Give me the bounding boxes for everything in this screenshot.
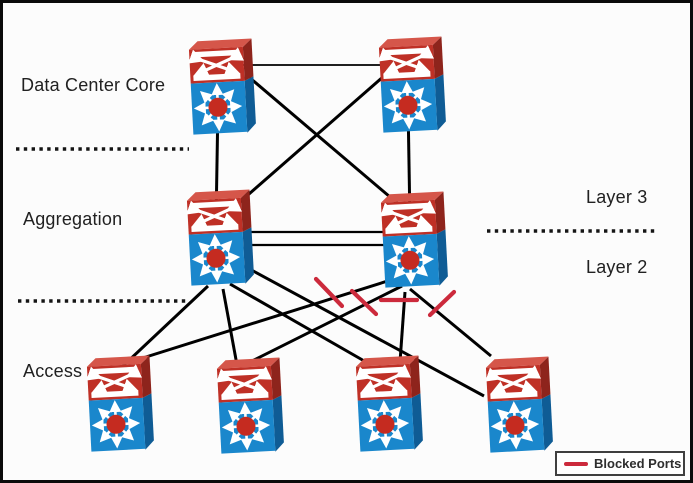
label-layer-3: Layer 3 — [586, 187, 648, 207]
topology-svg — [16, 3, 655, 483]
dividers-layer — [16, 147, 655, 303]
blocked-port-line-icon — [564, 461, 588, 466]
link-core-switch-1-aggregation-switch-2 — [249, 76, 404, 210]
link-aggregation-switch-2-access-switch-4 — [409, 287, 492, 358]
label-access: Access — [23, 361, 83, 381]
link-aggregation-switch-2-access-switch-1 — [129, 277, 395, 364]
aggregation-switch-1-icon — [187, 189, 255, 286]
label-aggregation: Aggregation — [23, 209, 123, 229]
blocked-port-mark-4 — [427, 289, 457, 318]
access-switch-4-icon — [486, 356, 554, 453]
access-switch-1-icon — [87, 355, 155, 452]
legend-label: Blocked Ports — [594, 456, 682, 471]
link-aggregation-switch-1-access-switch-2 — [221, 288, 239, 366]
blocked-marks-layer — [313, 276, 457, 318]
label-layer-2: Layer 2 — [586, 257, 648, 277]
link-aggregation-switch-1-access-switch-3 — [229, 282, 367, 364]
access-switch-3-icon — [356, 355, 424, 452]
legend-box: Blocked Ports — [555, 451, 685, 476]
label-data-center-core: Data Center Core — [21, 75, 166, 95]
link-aggregation-switch-2-access-switch-2 — [249, 284, 403, 364]
blocked-port-mark-2 — [349, 288, 379, 317]
link-aggregation-switch-1-access-switch-4 — [243, 264, 485, 398]
core-switch-1-icon — [189, 38, 257, 135]
aggregation-switch-2-icon — [381, 191, 449, 288]
blocked-port-mark-1 — [313, 276, 345, 309]
link-core-switch-2-aggregation-switch-1 — [232, 74, 385, 210]
link-aggregation-switch-1-access-switch-1 — [121, 284, 210, 368]
link-aggregation-switch-2-access-switch-3 — [398, 291, 407, 363]
core-switch-2-icon — [379, 36, 447, 133]
links-layer — [121, 64, 492, 398]
access-switch-2-icon — [217, 357, 285, 454]
